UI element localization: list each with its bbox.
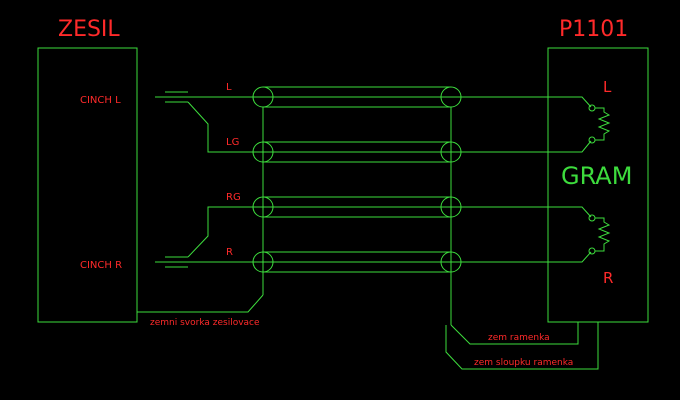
cable-lg (252, 141, 462, 163)
left-wiring (187, 96, 253, 263)
wire-rg-label: RG (226, 192, 241, 203)
pillar-ground-wire (445, 322, 599, 370)
arm-ground-wire (450, 322, 579, 345)
wire-r-label: R (226, 247, 233, 258)
cartridge-r-coil (588, 214, 611, 255)
turntable-l-label: L (603, 78, 612, 96)
turntable-r-label: R (603, 269, 613, 287)
arm-ground-label: zem ramenka (488, 333, 550, 343)
amplifier-title: ZESIL (58, 17, 120, 42)
cable-l (252, 86, 462, 108)
amp-ground-wire (137, 294, 264, 313)
right-wiring (461, 96, 592, 263)
wire-l-label: L (226, 82, 232, 93)
cinch-r-label: CINCH R (80, 260, 122, 271)
gram-label: GRAM (561, 162, 632, 190)
cinch-r-jack (155, 256, 188, 268)
pillar-ground-label: zem sloupku ramenka (474, 358, 573, 368)
cartridge-l-coil (588, 104, 611, 144)
cable-rg (252, 196, 462, 218)
turntable-title: P1101 (559, 17, 628, 42)
cable-r (252, 251, 462, 273)
cinch-l-jack (155, 91, 188, 103)
cinch-l-label: CINCH L (80, 95, 121, 106)
amplifier-box (37, 47, 138, 323)
wire-lg-label: LG (226, 137, 239, 148)
amp-ground-label: zemni svorka zesilovace (150, 318, 260, 328)
